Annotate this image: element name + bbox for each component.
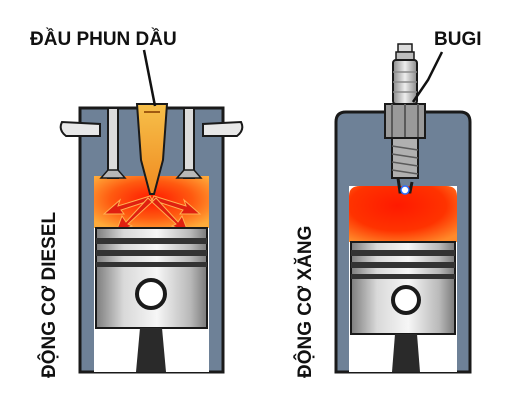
injector-leader-line — [142, 49, 157, 107]
gasoline-connecting-rod — [392, 334, 420, 372]
spark-plug-leader-line — [411, 51, 444, 103]
diesel-head-left — [59, 120, 101, 137]
gasoline-engine-cylinder — [334, 43, 472, 374]
spark-plug-icon — [384, 43, 426, 195]
diesel-head-right — [202, 120, 244, 137]
gasoline-combustion-chamber — [349, 186, 457, 242]
injector-label: ĐẦU PHUN DẦU — [30, 29, 177, 50]
diesel-spray-arrows — [102, 195, 202, 233]
diesel-engine-cylinder — [59, 103, 244, 374]
gasoline-piston — [350, 241, 456, 335]
fuel-injector-icon — [135, 103, 169, 195]
diesel-piston-pin — [135, 278, 167, 310]
diesel-piston — [95, 227, 208, 329]
gasoline-engine-label: ĐỘNG CƠ XĂNG — [295, 225, 316, 378]
diesel-valve-left — [107, 107, 119, 179]
diesel-engine-label: ĐỘNG CƠ DIESEL — [39, 211, 60, 378]
diesel-valve-head-left — [99, 169, 127, 179]
diesel-connecting-rod — [136, 328, 166, 372]
diesel-valve-head-right — [175, 169, 203, 179]
spark-plug-label: BUGI — [434, 29, 482, 50]
gasoline-piston-pin — [391, 285, 421, 315]
diesel-valve-right — [183, 107, 195, 179]
